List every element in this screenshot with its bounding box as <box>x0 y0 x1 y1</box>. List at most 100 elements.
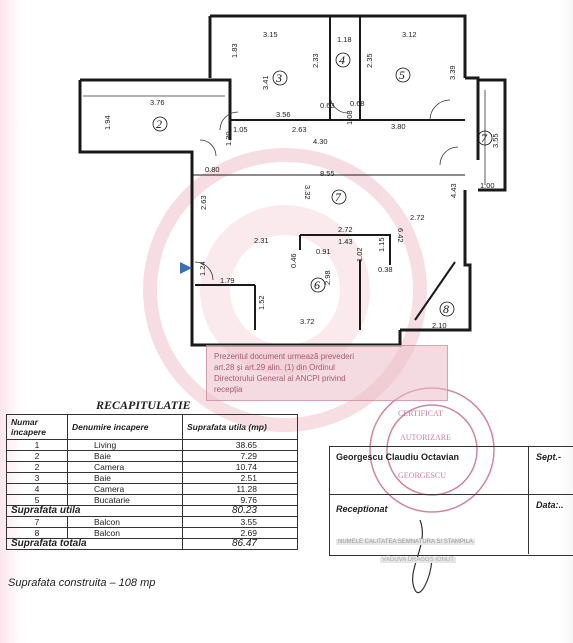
dim-label: 1.24 <box>198 261 207 276</box>
cell-nr: 3 <box>6 472 68 484</box>
sept-label: Sept.- <box>536 452 562 462</box>
cell-name: Baie <box>67 472 183 484</box>
dim-label: 3.32 <box>303 185 312 200</box>
room-id-2: 2 <box>156 117 162 131</box>
divider <box>329 494 573 495</box>
table-row: 2 Camera 10.74 <box>6 461 298 473</box>
table-row: 2 Baie 7.29 <box>6 450 298 462</box>
room-id-6: 6 <box>314 278 320 292</box>
cell-nr: 8 <box>6 527 68 539</box>
dim-label: 1.00 <box>480 181 495 190</box>
cell-area: 7.29 <box>182 450 298 462</box>
cell-area: 3.55 <box>182 516 298 528</box>
dim-label: 0.63 <box>320 101 335 110</box>
totala-value: 86.47 <box>182 538 298 550</box>
table-row: 7 Balcon 3.55 <box>6 516 298 528</box>
dim-label: 0.68 <box>350 99 365 108</box>
dim-label: 2.10 <box>432 321 447 330</box>
table-row: 3 Baie 2.51 <box>6 472 298 484</box>
cell-name: Bucatarie <box>67 494 183 506</box>
dim-label: 3.55 <box>491 133 500 148</box>
dim-label: 4.43 <box>449 183 458 198</box>
signature-box <box>329 446 573 556</box>
cell-nr: 7 <box>6 516 68 528</box>
stamp-line: Prezentul document urmează prevederi <box>214 352 355 361</box>
cell-area: 2.69 <box>182 527 298 539</box>
header-suprafata: Suprafata utila (mp) <box>182 414 298 440</box>
dim-label: 1.79 <box>220 276 235 285</box>
dim-label: 3.15 <box>263 30 278 39</box>
cell-area: 9.76 <box>182 494 298 506</box>
room-labels <box>152 52 493 317</box>
dim-label: 1.05 <box>233 125 248 134</box>
totala-label: Suprafata totala <box>6 538 183 550</box>
legal-stamp-text: Prezentul document urmează prevederi art… <box>214 351 444 395</box>
cell-area: 10.74 <box>182 461 298 473</box>
walls <box>78 14 507 347</box>
table-header-row: Numar incapere Denumire incapere Suprafa… <box>6 414 298 440</box>
dim-label: 2.63 <box>292 125 307 134</box>
dim-label: 1.94 <box>103 115 112 130</box>
dim-label: 2.63 <box>199 195 208 210</box>
dim-label: 0.80 <box>205 165 220 174</box>
cell-name: Balcon <box>67 516 183 528</box>
seal-text: CERTIFICAT <box>398 409 443 418</box>
stamp-line: Directorului General al ANCPI privind <box>214 374 346 383</box>
receptionat-label: Receptionat <box>336 504 388 514</box>
signer-name: Georgescu Claudiu Octavian <box>336 452 460 462</box>
room-id-3: 3 <box>275 71 282 85</box>
table-row: 4 Camera 11.28 <box>6 483 298 495</box>
utila-value: 80.23 <box>182 505 298 517</box>
entrance-arrow-icon <box>180 262 192 274</box>
recap-table: Numar incapere Denumire incapere Suprafa… <box>6 414 298 550</box>
stamp-line: art.28 și art.29 alin. (1) din Ordinul <box>214 363 335 372</box>
room-id-4: 4 <box>339 53 345 67</box>
header-denumire: Denumire incapere <box>67 414 183 440</box>
dimension-labels: 3.15 1.83 1.18 3.12 2.33 2.35 3.41 3.39 … <box>103 30 500 330</box>
table-row: 8 Balcon 2.69 <box>6 527 298 539</box>
legal-stamp-box <box>206 345 448 401</box>
utila-label: Suprafata utila <box>6 505 183 517</box>
room-id-7-balcony: 7 <box>481 131 488 145</box>
stamp-line: recepția <box>214 385 243 394</box>
receptionat-caption: NUMELE CALITATEA SEMNATURA SI STAMPILA <box>336 539 475 545</box>
room-id-living: 7 <box>335 190 342 204</box>
dim-label: 1.18 <box>337 35 352 44</box>
dim-label: 1.30 <box>224 131 233 146</box>
dim-label: 3.56 <box>276 110 291 119</box>
dim-label: 1.83 <box>230 43 239 58</box>
table-row: 1 Living 38.65 <box>6 439 298 451</box>
dim-label: 3.80 <box>391 122 406 131</box>
header-numar: Numar incapere <box>6 414 68 440</box>
dim-label: 4.30 <box>313 137 328 146</box>
totala-row: Suprafata totala 86.47 <box>6 538 298 550</box>
room-id-8: 8 <box>443 302 449 316</box>
dim-label: 3.76 <box>150 98 165 107</box>
cell-nr: 2 <box>6 450 68 462</box>
dim-label: 1.08 <box>345 110 354 125</box>
constructed-area: Suprafata construita – 108 mp <box>8 577 156 589</box>
cell-name: Living <box>67 439 183 451</box>
cell-area: 11.28 <box>182 483 298 495</box>
dim-label: 1.15 <box>377 237 386 252</box>
dim-label: 2.98 <box>323 270 332 285</box>
dim-label: 0.38 <box>378 265 393 274</box>
dim-label: 1.02 <box>355 247 364 262</box>
dim-label: 3.72 <box>300 317 315 326</box>
table-row: 5 Bucatarie 9.76 <box>6 494 298 506</box>
cell-name: Camera <box>67 461 183 473</box>
room-id-5: 5 <box>399 68 405 82</box>
dim-label: 2.72 <box>338 225 353 234</box>
dim-label: 3.12 <box>402 30 417 39</box>
cell-name: Baie <box>67 450 183 462</box>
door-arcs <box>194 94 459 281</box>
dim-label: 2.72 <box>410 213 425 222</box>
dim-label: 0.91 <box>316 247 331 256</box>
cell-area: 38.65 <box>182 439 298 451</box>
seal-text: GEORGESCU <box>398 471 446 480</box>
dim-label: 3.39 <box>448 65 457 80</box>
dim-label: 3.41 <box>261 75 270 90</box>
dim-label: 2.35 <box>365 53 374 68</box>
dim-label: 2.33 <box>311 53 320 68</box>
